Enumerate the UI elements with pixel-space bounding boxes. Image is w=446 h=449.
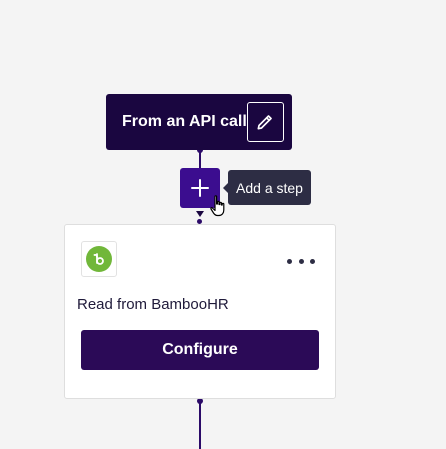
connector-line-top xyxy=(199,150,201,168)
connector-arrow-down xyxy=(196,211,204,217)
trigger-node[interactable]: From an API call xyxy=(106,94,292,150)
trigger-label: From an API call xyxy=(122,113,247,130)
add-step-button[interactable] xyxy=(180,168,220,208)
connector-dot-bottom xyxy=(197,398,203,404)
plus-icon xyxy=(191,179,209,197)
tooltip-arrow xyxy=(223,182,229,194)
more-options-button[interactable] xyxy=(287,251,315,271)
more-dot xyxy=(287,258,292,264)
connector-line-bottom xyxy=(199,400,201,449)
connector-dot-step-top xyxy=(197,219,202,224)
bamboohr-logo-icon xyxy=(86,246,112,272)
hand-pointer-cursor-icon xyxy=(210,195,225,217)
more-dot xyxy=(298,258,304,264)
configure-button[interactable]: Configure xyxy=(81,330,319,370)
connector-dot-top xyxy=(197,147,203,153)
more-dot xyxy=(310,258,315,264)
add-step-tooltip: Add a step xyxy=(228,170,311,205)
app-icon-box xyxy=(81,241,117,277)
pencil-icon xyxy=(257,115,273,130)
step-title: Read from BambooHR xyxy=(77,296,229,313)
edit-trigger-button[interactable] xyxy=(246,102,284,142)
step-card[interactable]: Read from BambooHR Configure xyxy=(64,224,336,399)
